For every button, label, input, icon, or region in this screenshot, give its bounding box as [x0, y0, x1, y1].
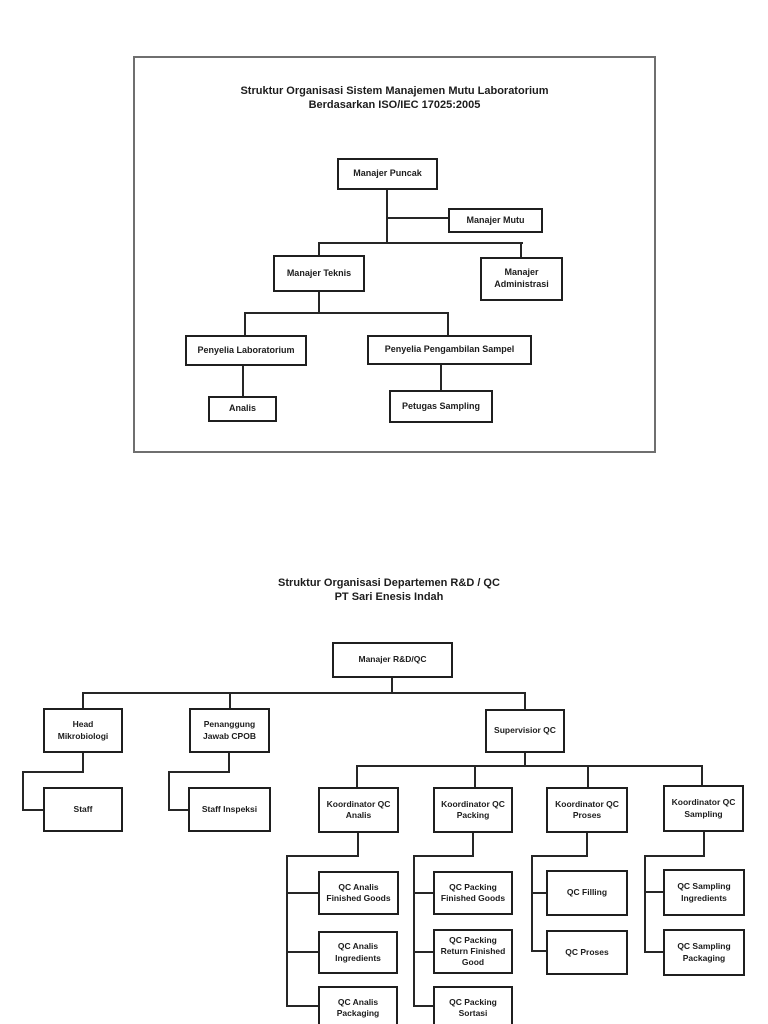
connector — [586, 833, 588, 856]
connector — [474, 765, 476, 788]
connector — [168, 771, 230, 773]
chart2-title: Struktur Organisasi Departemen R&D / QC … — [89, 576, 689, 604]
org-node-qc-packing-return-finished-good: QC Packing Return Finished Good — [433, 929, 513, 974]
org-node-qc-sampling-packaging: QC Sampling Packaging — [663, 929, 745, 976]
connector — [244, 312, 449, 314]
chart1-title: Struktur Organisasi Sistem Manajemen Mut… — [143, 84, 646, 112]
connector — [391, 678, 393, 694]
org-node-qc-analis-packaging: QC Analis Packaging — [318, 986, 398, 1024]
org-node-penyelia-pengambilan-sampel: Penyelia Pengambilan Sampel — [367, 335, 532, 365]
connector — [447, 312, 449, 336]
org-node-manajer-puncak: Manajer Puncak — [337, 158, 438, 190]
connector — [413, 892, 433, 894]
connector — [286, 1005, 318, 1007]
connector — [244, 312, 246, 336]
connector — [286, 951, 318, 953]
org-node-staff-inspeksi: Staff Inspeksi — [188, 787, 271, 832]
connector — [531, 855, 533, 952]
chart2-title-line2: PT Sari Enesis Indah — [334, 591, 444, 603]
connector — [357, 833, 359, 856]
connector — [520, 242, 522, 258]
connector — [82, 692, 84, 709]
connector — [228, 753, 230, 773]
connector — [168, 771, 170, 811]
connector — [286, 855, 288, 1007]
org-node-qc-analis-ingredients: QC Analis Ingredients — [318, 931, 398, 974]
connector — [531, 950, 546, 952]
org-node-manajer-mutu: Manajer Mutu — [448, 208, 543, 233]
org-node-koordinator-qc-packing: Koordinator QC Packing — [433, 787, 513, 833]
connector — [242, 366, 244, 397]
connector — [22, 809, 44, 811]
org-node-qc-analis-finished-goods: QC Analis Finished Goods — [318, 871, 399, 915]
chart2-title-line1: Struktur Organisasi Departemen R&D / QC — [278, 577, 500, 589]
connector — [82, 692, 526, 694]
org-node-koordinator-qc-analis: Koordinator QC Analis — [318, 787, 399, 833]
org-node-head-mikrobiologi: Head Mikrobiologi — [43, 708, 123, 753]
connector — [413, 1005, 433, 1007]
connector — [356, 765, 703, 767]
chart1-title-line2: Berdasarkan ISO/IEC 17025:2005 — [308, 99, 481, 111]
connector — [413, 855, 415, 1007]
connector — [524, 753, 526, 767]
connector — [386, 190, 388, 243]
connector — [703, 832, 705, 856]
connector — [413, 951, 433, 953]
org-node-manajer-rnd-qc: Manajer R&D/QC — [332, 642, 453, 678]
org-node-qc-packing-sortasi: QC Packing Sortasi — [433, 986, 513, 1024]
connector — [386, 217, 450, 219]
org-node-qc-filling: QC Filling — [546, 870, 628, 916]
org-node-koordinator-qc-sampling: Koordinator QC Sampling — [663, 785, 744, 832]
connector — [531, 855, 588, 857]
connector — [587, 765, 589, 788]
org-node-analis: Analis — [208, 396, 277, 422]
connector — [22, 771, 24, 811]
org-node-staff: Staff — [43, 787, 123, 832]
connector — [356, 765, 358, 788]
connector — [286, 892, 318, 894]
connector — [318, 292, 320, 314]
org-node-supervisior-qc: Supervisior QC — [485, 709, 565, 753]
connector — [644, 855, 705, 857]
org-node-manajer-teknis: Manajer Teknis — [273, 255, 365, 292]
connector — [22, 771, 84, 773]
connector — [82, 753, 84, 773]
org-node-qc-packing-finished-goods: QC Packing Finished Goods — [433, 871, 513, 915]
connector — [440, 365, 442, 391]
connector — [524, 692, 526, 710]
connector — [229, 692, 231, 709]
org-node-qc-proses: QC Proses — [546, 930, 628, 975]
connector — [168, 809, 189, 811]
connector — [413, 855, 474, 857]
connector — [531, 892, 546, 894]
org-node-penyelia-laboratorium: Penyelia Laboratorium — [185, 335, 307, 366]
connector — [701, 765, 703, 786]
connector — [472, 833, 474, 856]
connector — [318, 242, 523, 244]
connector — [286, 855, 359, 857]
org-node-koordinator-qc-proses: Koordinator QC Proses — [546, 787, 628, 833]
org-node-penanggung-jawab-cpob: Penanggung Jawab CPOB — [189, 708, 270, 753]
connector — [644, 951, 663, 953]
chart1-frame — [133, 56, 656, 453]
org-node-qc-sampling-ingredients: QC Sampling Ingredients — [663, 869, 745, 916]
connector — [644, 891, 663, 893]
connector — [644, 855, 646, 952]
chart1-title-line1: Struktur Organisasi Sistem Manajemen Mut… — [240, 85, 549, 97]
org-node-petugas-sampling: Petugas Sampling — [389, 390, 493, 423]
org-node-manajer-administrasi: Manajer Administrasi — [480, 257, 563, 301]
connector — [318, 242, 320, 256]
